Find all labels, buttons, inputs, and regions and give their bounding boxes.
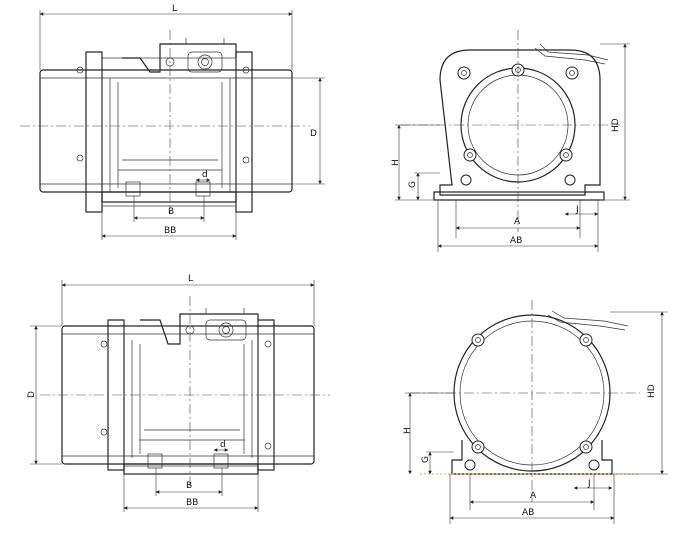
dim-D-top: D: [310, 129, 317, 139]
dim-AB-bottom: AB: [522, 508, 534, 518]
dim-AB-top: AB: [510, 236, 522, 246]
dim-B-bottom: B: [186, 481, 192, 491]
dim-D-bottom: D: [27, 391, 37, 398]
side-view-top: L D B BB d: [20, 4, 325, 240]
side-view-bottom: L D B BB d: [27, 274, 330, 512]
dim-B-top: B: [168, 207, 174, 217]
dim-L-bottom: L: [188, 274, 193, 284]
dim-G-top: G: [408, 181, 418, 188]
dim-G-bottom: G: [421, 456, 431, 463]
dim-H-bottom: H: [403, 427, 413, 434]
dim-d-top: d: [202, 170, 208, 180]
dim-A-bottom: A: [530, 491, 537, 501]
end-view-top: HD H G A AB J: [391, 30, 630, 252]
dim-HD-bottom: HD: [647, 384, 657, 398]
dim-J-bottom: J: [587, 479, 591, 489]
dim-H-top: H: [391, 159, 401, 166]
dim-L-top: L: [172, 4, 177, 14]
dim-BB-top: BB: [164, 226, 176, 236]
dim-J-top: J: [575, 205, 579, 215]
dim-BB-bottom: BB: [186, 498, 198, 508]
end-view-bottom: HD H G A AB J: [403, 300, 668, 524]
dim-A-top: A: [514, 217, 521, 227]
dim-d-bottom: d: [220, 440, 226, 450]
dim-HD-top: HD: [611, 118, 621, 132]
